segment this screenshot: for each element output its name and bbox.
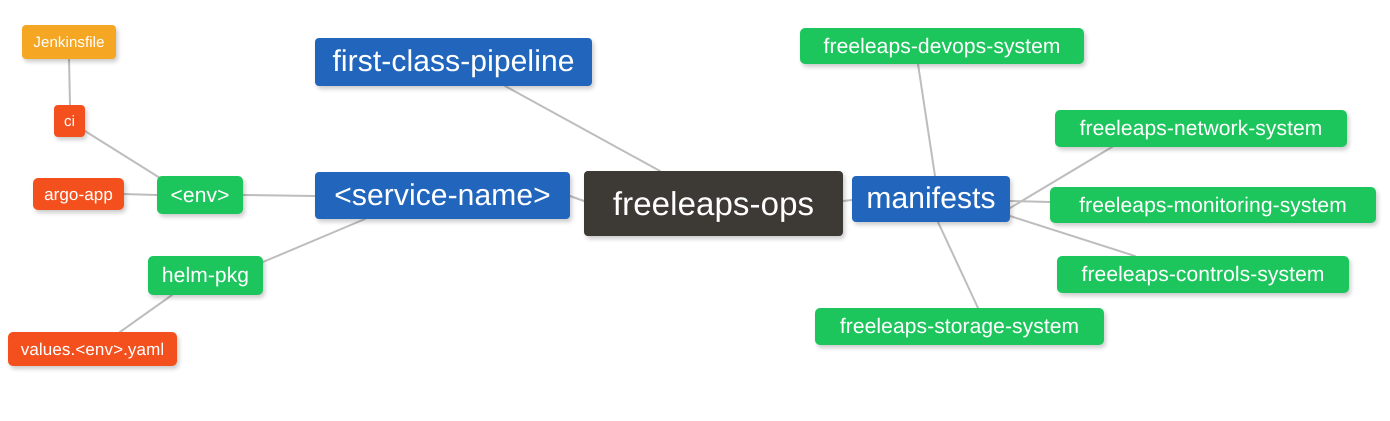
edge-helm-pkg-to-values-yaml — [119, 294, 173, 333]
mindmap-node-label: argo-app — [44, 184, 113, 204]
mindmap-node-label: first-class-pipeline — [332, 45, 575, 78]
mindmap-node-label: freeleaps-controls-system — [1081, 263, 1325, 286]
mindmap-node-values-yaml[interactable]: values.<env>.yaml — [8, 332, 177, 366]
mindmap-node-label: freeleaps-ops — [612, 185, 815, 222]
mindmap-node-first-class-pipeline[interactable]: first-class-pipeline — [315, 38, 592, 86]
edge-manifests-to-freeleaps-storage-system — [937, 221, 979, 309]
mindmap-node-label: <env> — [170, 183, 230, 207]
mindmap-node-label: freeleaps-network-system — [1079, 117, 1323, 140]
mindmap-node-freeleaps-monitoring-system[interactable]: freeleaps-monitoring-system — [1050, 187, 1376, 223]
mindmap-node-env[interactable]: <env> — [157, 176, 243, 214]
edge-env-to-service-name — [242, 194, 316, 197]
edge-freeleaps-ops-to-manifests — [842, 199, 853, 202]
edge-service-name-to-freeleaps-ops — [569, 195, 585, 202]
mindmap-node-helm-pkg[interactable]: helm-pkg — [148, 256, 263, 295]
mindmap-node-label: freeleaps-monitoring-system — [1079, 193, 1347, 217]
mindmap-node-label: helm-pkg — [161, 264, 250, 287]
mindmap-node-label: freeleaps-storage-system — [839, 315, 1080, 338]
mindmap-node-freeleaps-storage-system[interactable]: freeleaps-storage-system — [815, 308, 1104, 345]
mindmap-node-label: ci — [63, 112, 76, 130]
mindmap-node-manifests[interactable]: manifests — [852, 176, 1010, 222]
mindmap-node-label: values.<env>.yaml — [20, 339, 165, 359]
edge-ci-to-env — [84, 130, 161, 179]
mindmap-node-freeleaps-controls-system[interactable]: freeleaps-controls-system — [1057, 256, 1349, 293]
edge-service-name-to-helm-pkg — [262, 218, 366, 263]
edge-argo-app-to-env — [123, 193, 158, 196]
mindmap-node-service-name[interactable]: <service-name> — [315, 172, 570, 219]
mindmap-node-freeleaps-devops-system[interactable]: freeleaps-devops-system — [800, 28, 1084, 64]
mindmap-node-argo-app[interactable]: argo-app — [33, 178, 124, 210]
edge-manifests-to-freeleaps-monitoring-system — [1009, 200, 1051, 203]
mindmap-node-label: freeleaps-devops-system — [823, 34, 1061, 58]
mindmap-node-freeleaps-network-system[interactable]: freeleaps-network-system — [1055, 110, 1347, 147]
mindmap-node-label: <service-name> — [334, 178, 551, 212]
mindmap-node-label: Jenkinsfile — [33, 33, 105, 51]
edge-jenkinsfile-to-ci — [68, 57, 71, 106]
edge-first-class-pipeline-to-freeleaps-ops — [504, 85, 661, 172]
edge-manifests-to-freeleaps-devops-system — [917, 63, 936, 177]
mindmap-node-freeleaps-ops[interactable]: freeleaps-ops — [584, 171, 843, 236]
mindmap-node-ci[interactable]: ci — [54, 105, 85, 137]
mindmap-node-jenkinsfile[interactable]: Jenkinsfile — [22, 25, 116, 59]
mindmap-node-label: manifests — [866, 182, 996, 215]
